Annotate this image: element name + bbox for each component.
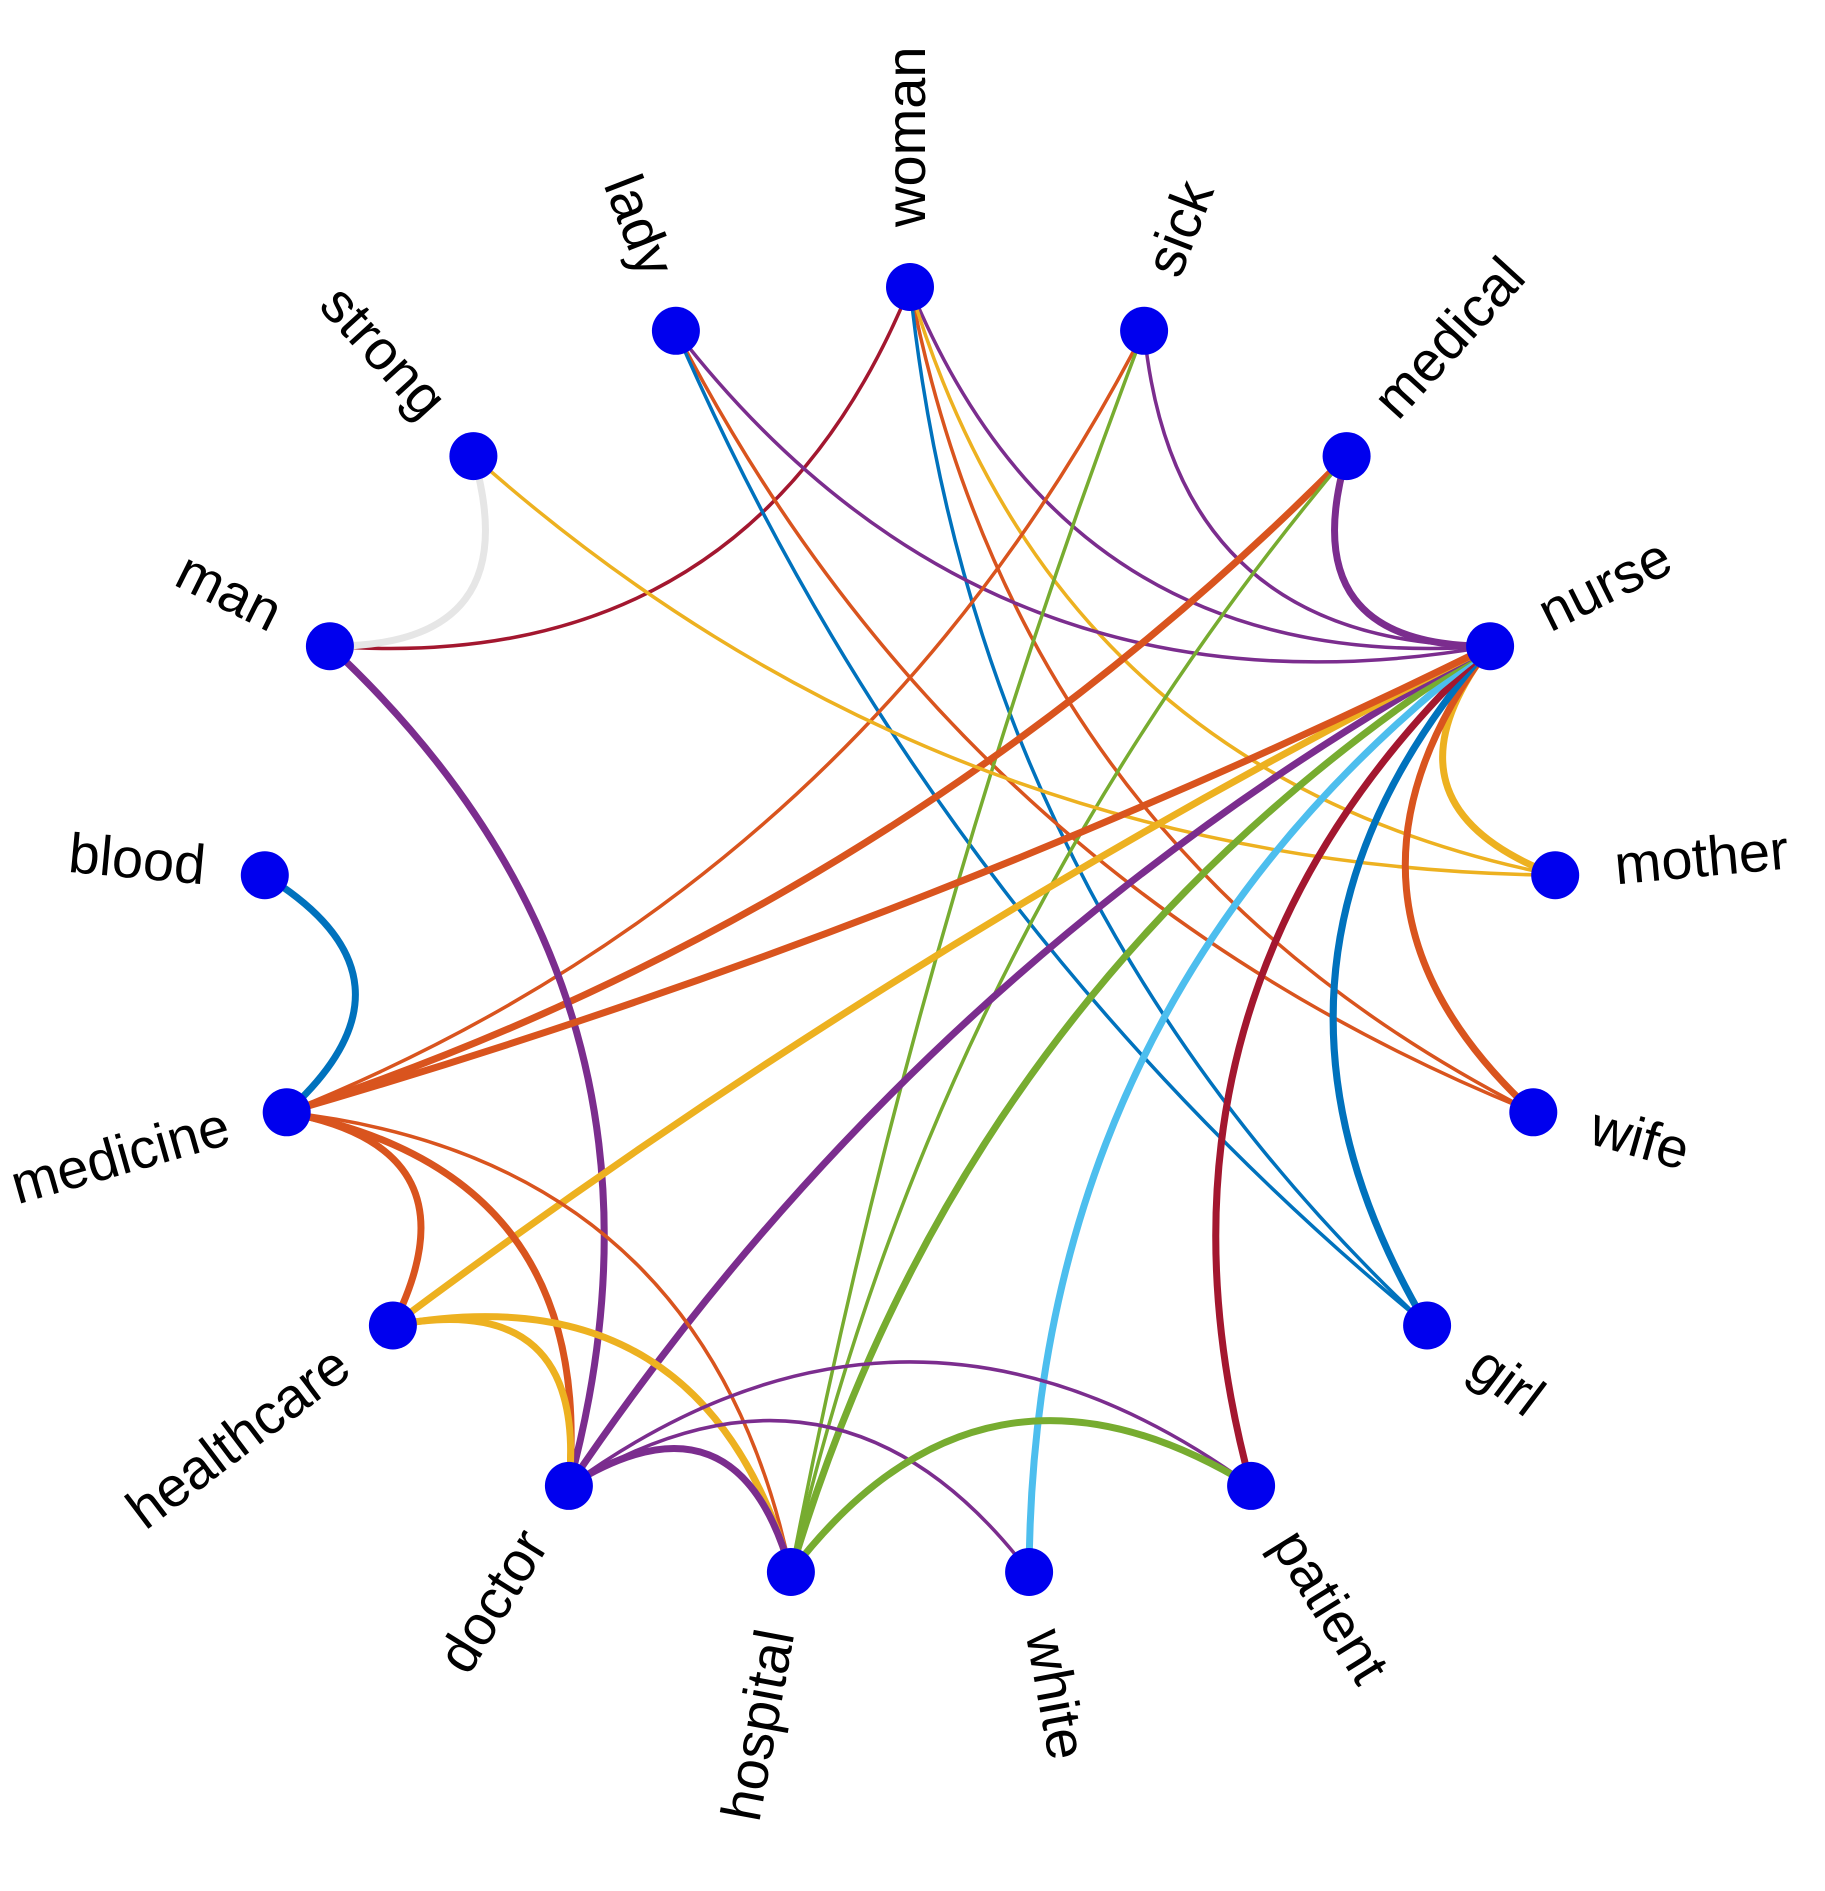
node-mother[interactable] [1531, 851, 1580, 900]
edge-medical-hospital [789, 454, 1349, 1574]
edge-nurse-hospital [787, 642, 1494, 1576]
edge-nurse-white [1025, 642, 1494, 1576]
label-hospital: hospital [709, 1624, 806, 1825]
edge-layer [261, 285, 1559, 1576]
edge-woman-man [328, 285, 912, 651]
edge-lady-nurse [674, 329, 1492, 664]
edge-medical-medicine [283, 452, 1351, 1116]
label-mother: mother [1612, 818, 1791, 897]
edge-nurse-girl [1329, 642, 1494, 1329]
label-patient: patient [1260, 1518, 1402, 1694]
edge-medicine-hospital [284, 1110, 793, 1574]
label-woman: woman [874, 46, 937, 228]
node-man[interactable] [305, 622, 354, 671]
edge-strong-man [326, 452, 489, 650]
edge-woman-girl [908, 285, 1429, 1328]
edge-lady-wife [674, 329, 1536, 1115]
label-girl: girl [1459, 1333, 1557, 1428]
edge-doctor-patient [567, 1360, 1253, 1488]
edge-medicine-doctor [283, 1108, 575, 1490]
label-strong: strong [308, 272, 459, 429]
edge-nurse-healthcare [389, 642, 1494, 1329]
edge-blood-medicine [261, 871, 359, 1116]
node-blood[interactable] [240, 851, 289, 900]
edge-nurse-wife [1401, 642, 1537, 1116]
node-nurse[interactable] [1466, 622, 1515, 671]
node-healthcare[interactable] [368, 1301, 417, 1350]
node-hospital[interactable] [766, 1548, 815, 1596]
node-doctor[interactable] [544, 1461, 593, 1510]
edge-healthcare-doctor [389, 1316, 575, 1490]
edge-healthcare-hospital [389, 1313, 795, 1576]
node-lady[interactable] [651, 306, 700, 355]
edge-hospital-patient [787, 1417, 1255, 1576]
node-patient[interactable] [1227, 1461, 1276, 1510]
node-medical[interactable] [1322, 432, 1371, 481]
label-man: man [167, 538, 293, 643]
edge-sick-nurse [1142, 329, 1492, 648]
edge-nurse-medicine [283, 642, 1494, 1116]
edge-medical-nurse [1331, 452, 1494, 650]
node-sick[interactable] [1120, 306, 1169, 355]
node-girl[interactable] [1403, 1301, 1452, 1350]
label-blood: blood [66, 821, 208, 896]
edge-strong-mother [471, 454, 1557, 877]
edge-sick-hospital [789, 329, 1146, 1574]
label-healthcare: healthcare [114, 1333, 361, 1541]
edge-woman-mother [908, 285, 1557, 877]
edge-sick-medicine [284, 329, 1146, 1115]
node-medicine[interactable] [262, 1088, 311, 1137]
label-wife: wife [1583, 1094, 1697, 1182]
edge-man-doctor [326, 642, 608, 1490]
node-woman[interactable] [886, 263, 934, 311]
edge-nurse-doctor [565, 642, 1494, 1490]
edge-woman-wife [908, 285, 1536, 1115]
node-layer [240, 263, 1580, 1596]
label-doctor: doctor [425, 1518, 560, 1683]
label-medical: medical [1360, 245, 1537, 430]
label-white: white [1014, 1623, 1100, 1764]
node-wife[interactable] [1509, 1088, 1558, 1137]
node-white[interactable] [1005, 1548, 1054, 1596]
node-strong[interactable] [449, 432, 498, 481]
label-lady: lady [592, 166, 688, 285]
edge-lady-girl [674, 329, 1429, 1328]
edge-nurse-patient [1212, 642, 1494, 1490]
edge-doctor-white [567, 1418, 1031, 1574]
label-nurse: nurse [1528, 525, 1681, 644]
edge-woman-nurse [908, 285, 1492, 651]
label-medicine: medicine [4, 1094, 237, 1216]
label-sick: sick [1132, 171, 1226, 285]
